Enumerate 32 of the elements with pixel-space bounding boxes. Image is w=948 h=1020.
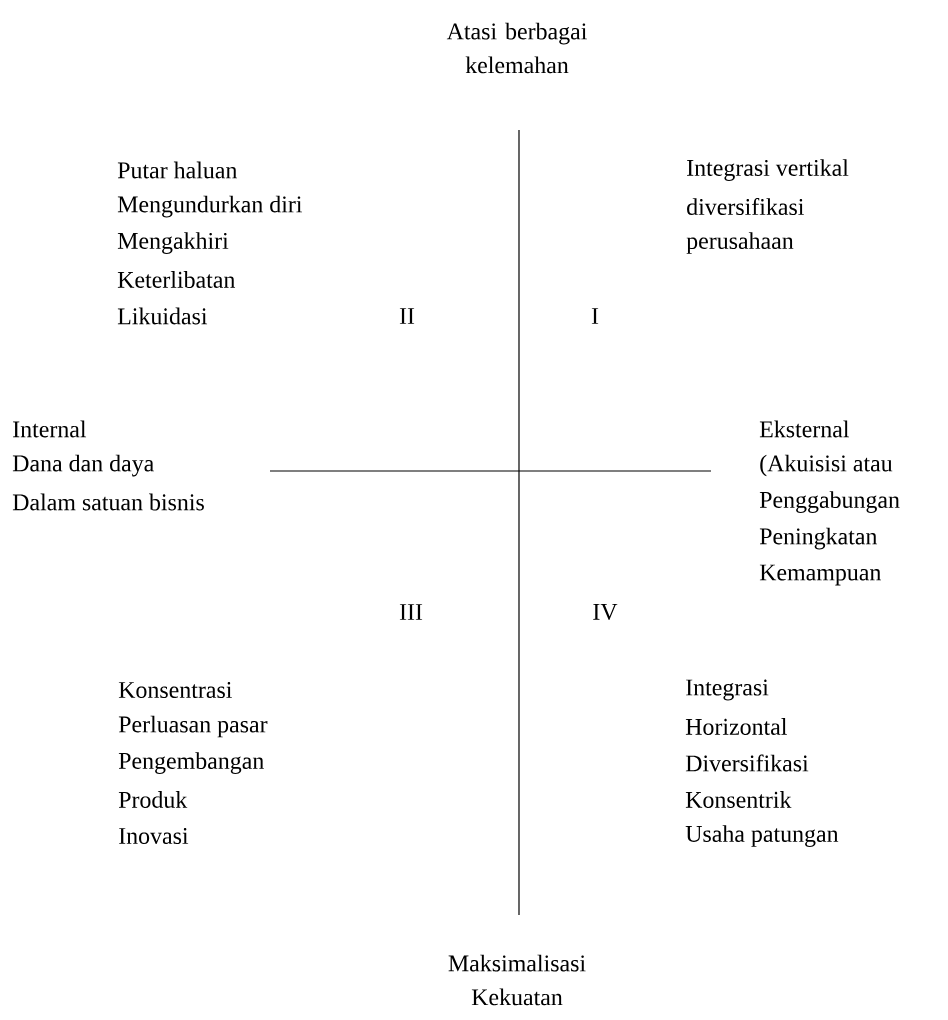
list-item: Usaha patungan (685, 825, 839, 847)
list-item: Pengembangan (118, 752, 264, 774)
list-item: Diversifikasi (685, 754, 809, 772)
list-item: (Akuisisi atau (760, 454, 893, 477)
quadrant-number: IV (593, 604, 618, 620)
axis-label: Atasi berbagai kelemahan (446, 22, 587, 74)
list-item: perusahaan (686, 232, 794, 254)
list-item: Produk (118, 791, 188, 808)
list-item: Integrasi (686, 679, 769, 701)
axis-label: Maksimalisasi Kekuatan (448, 954, 586, 1006)
list-item: Keterlibatan (117, 271, 235, 288)
list-item: Putar haluan (117, 161, 238, 179)
list-item: Internal (13, 420, 87, 438)
list-item: Konsentrasi (118, 682, 232, 699)
list-item: Likuidasi (117, 307, 208, 325)
list-item: Inovasi (119, 828, 189, 845)
list-item: Peningkatan (759, 527, 878, 550)
list-item: Kemampuan (759, 564, 881, 586)
list-item: Dalam satuan bisnis (12, 493, 204, 511)
list-item: diversifikasi (687, 198, 804, 216)
list-item: Mengundurkan diri (117, 195, 302, 218)
list-item: Horizontal (685, 718, 787, 735)
list-item: Eksternal (759, 420, 849, 438)
list-item: Penggabungan (759, 491, 900, 513)
quadrant-number: II (399, 308, 415, 324)
list-item: Mengakhiri (117, 232, 229, 254)
list-item: Perluasan pasar (118, 715, 268, 738)
list-item: Integrasi vertikal (687, 159, 849, 181)
list-item: Dana dan daya (12, 454, 154, 477)
quadrant-number: III (399, 604, 423, 620)
list-item: Konsentrik (685, 791, 792, 808)
quadrant-number: I (591, 308, 599, 324)
